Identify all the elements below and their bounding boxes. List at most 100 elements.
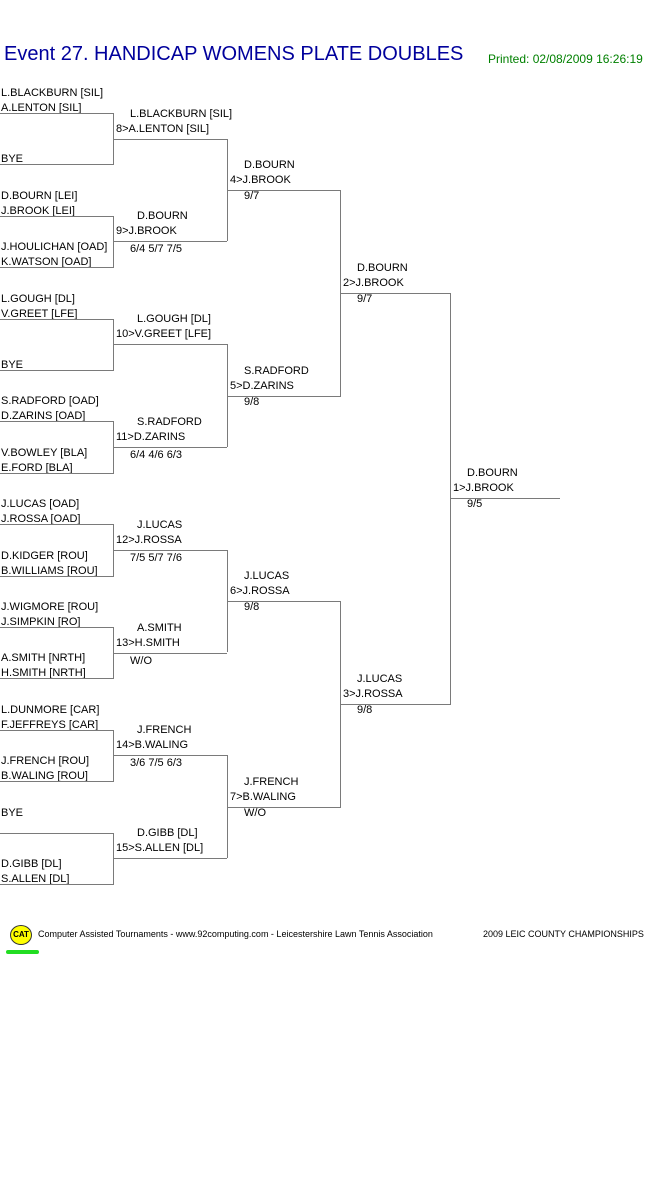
round3-winner-seed: 6>J.ROSSA <box>230 585 290 598</box>
round2-winner-name: J.LUCAS <box>137 518 183 531</box>
bracket-line <box>227 395 341 397</box>
round1-player: BYE <box>1 153 24 166</box>
round3-winner-seed: 7>B.WALING <box>230 790 296 803</box>
bracket-line <box>0 215 114 217</box>
bracket-line <box>0 627 114 628</box>
round1-player: J.HOULICHAN [OAD] <box>1 241 108 254</box>
round1-player: BYE <box>1 806 24 819</box>
round4-winner-seed: 2>J.BROOK <box>343 277 404 289</box>
round4-winner-seed: 3>J.ROSSA <box>343 688 403 701</box>
round1-player: H.SMITH [NRTH] <box>1 667 86 680</box>
round2-score: W/O <box>130 654 152 667</box>
round2-winner-name: A.SMITH <box>137 621 182 634</box>
round3-winner-seed: 5>D.ZARINS <box>230 379 294 392</box>
round1-player: J.LUCAS [OAD] <box>1 498 80 511</box>
bracket-line <box>227 190 341 191</box>
bracket-line <box>0 318 114 320</box>
round2-winner-seed: 9>J.BROOK <box>116 225 177 238</box>
bracket-line <box>227 601 341 603</box>
bracket-line <box>113 549 227 551</box>
round1-player: J.FRENCH [ROU] <box>1 755 89 768</box>
round1-player: BYE <box>1 359 24 371</box>
bracket-line <box>0 472 114 474</box>
bracket-line <box>113 858 227 860</box>
round1-player: B.WALING [ROU] <box>1 770 88 783</box>
round2-winner-name: D.BOURN <box>137 210 188 223</box>
bracket-line <box>227 806 341 808</box>
round2-score: 3/6 7/5 6/3 <box>130 757 182 770</box>
round3-winner-seed: 4>J.BROOK <box>230 174 291 186</box>
champion-name: D.BOURN <box>467 467 518 479</box>
round2-winner-seed: 11>D.ZARINS <box>116 430 186 443</box>
round3-score: W/O <box>244 806 266 819</box>
round1-player: J.WIGMORE [ROU] <box>1 601 99 613</box>
round3-winner-name: S.RADFORD <box>244 364 309 377</box>
round1-player: L.DUNMORE [CAR] <box>1 703 100 716</box>
bracket-line <box>227 549 228 653</box>
bracket-line <box>0 524 114 526</box>
round1-player: D.BOURN [LEI] <box>1 189 78 202</box>
round1-player: S.RADFORD [OAD] <box>1 395 99 408</box>
round1-player: S.ALLEN [DL] <box>1 873 70 885</box>
bracket-line <box>0 884 114 885</box>
round1-player: J.ROSSA [OAD] <box>1 513 81 526</box>
round1-player: D.ZARINS [OAD] <box>1 410 86 423</box>
round2-winner-seed: 12>J.ROSSA <box>116 533 182 546</box>
round1-player: V.GREET [LFE] <box>1 307 78 320</box>
bracket-line <box>0 729 114 731</box>
champion-seed: 1>J.BROOK <box>453 482 514 494</box>
round3-score: 9/8 <box>244 601 260 614</box>
bracket-line <box>340 293 451 294</box>
footer-championship: 2009 LEIC COUNTY CHAMPIONSHIPS <box>483 929 644 939</box>
round2-winner-seed: 15>S.ALLEN [DL] <box>116 842 204 855</box>
cat-logo-icon: CAT <box>10 925 32 945</box>
bracket-line <box>113 755 227 757</box>
bracket-line <box>0 678 114 680</box>
round2-winner-seed: 8>A.LENTON [SIL] <box>116 122 210 135</box>
footer-credit: Computer Assisted Tournaments - www.92co… <box>38 929 433 939</box>
bracket-line <box>0 575 114 577</box>
round2-winner-name: D.GIBB [DL] <box>137 827 198 840</box>
bracket-line <box>113 652 227 654</box>
bracket-line <box>0 832 114 834</box>
round2-score: 7/5 5/7 7/6 <box>130 551 182 564</box>
bracket-line <box>227 344 228 447</box>
round4-winner-name: D.BOURN <box>357 262 408 274</box>
round2-winner-seed: 14>B.WALING <box>116 739 189 752</box>
bracket-line <box>113 138 227 140</box>
bracket-line <box>227 138 228 242</box>
round3-score: 9/7 <box>244 190 260 202</box>
round3-winner-name: J.LUCAS <box>244 570 290 583</box>
round4-score: 9/7 <box>357 293 373 305</box>
bracket-line <box>0 164 114 166</box>
cat-logo-underline <box>6 950 39 954</box>
round2-winner-name: L.BLACKBURN [SIL] <box>130 107 233 120</box>
bracket-line <box>113 344 227 346</box>
round1-player: D.GIBB [DL] <box>1 858 62 870</box>
bracket-line <box>113 446 227 448</box>
round2-winner-seed: 13>H.SMITH <box>116 636 180 649</box>
round1-player: J.BROOK [LEI] <box>1 204 75 217</box>
bracket-line <box>340 190 341 396</box>
round3-score: 9/8 <box>244 395 260 408</box>
bracket-line <box>340 704 451 706</box>
round1-player: L.GOUGH [DL] <box>1 292 75 305</box>
bracket-line <box>0 421 114 423</box>
round2-winner-name: J.FRENCH <box>137 724 192 737</box>
round2-winner-seed: 10>V.GREET [LFE] <box>116 328 212 341</box>
round4-winner-name: J.LUCAS <box>357 673 403 686</box>
round1-player: V.BOWLEY [BLA] <box>1 446 88 459</box>
bracket-line <box>0 267 114 269</box>
round3-winner-name: J.FRENCH <box>244 775 299 788</box>
printed-timestamp: Printed: 02/08/2009 16:26:19 <box>488 52 643 66</box>
round1-player: A.LENTON [SIL] <box>1 102 82 114</box>
event-title: Event 27. HANDICAP WOMENS PLATE DOUBLES <box>4 43 464 65</box>
round1-player: B.WILLIAMS [ROU] <box>1 564 98 577</box>
round3-winner-name: D.BOURN <box>244 159 295 171</box>
round2-winner-name: S.RADFORD <box>137 415 202 428</box>
round1-player: A.SMITH [NRTH] <box>1 652 86 665</box>
round1-player: K.WATSON [OAD] <box>1 256 92 269</box>
bracket-line <box>0 113 114 114</box>
final-score: 9/5 <box>467 498 483 510</box>
round2-score: 6/4 4/6 6/3 <box>130 448 182 461</box>
